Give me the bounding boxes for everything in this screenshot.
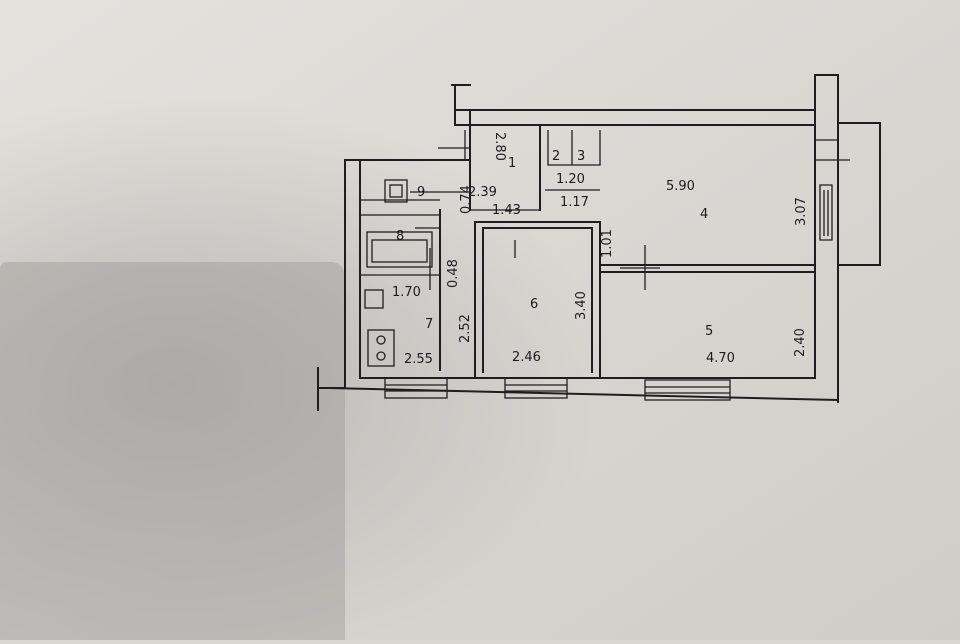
dim-5-90: 5.90 [666,179,695,194]
dim-0-74: 0.74 [459,185,474,214]
balcony [815,122,881,266]
dim-2-80: 2.80 [492,132,507,161]
outer-walls [317,74,840,411]
room-label-5: 5 [705,324,713,339]
dim-2-55: 2.55 [404,352,433,367]
dim-2-52: 2.52 [458,314,473,343]
room-label-1: 1 [508,156,516,171]
bathtub-fixture [366,231,433,268]
sink-fixture [364,289,384,309]
fixtures [364,179,433,367]
interior-walls [360,124,816,379]
dim-2-40: 2.40 [793,328,808,357]
room-label-8: 8 [396,229,404,244]
room-label-3: 3 [577,149,585,164]
dim-1-20: 1.20 [556,172,585,187]
dim-3-40: 3.40 [574,291,589,320]
dim-4-70: 4.70 [706,351,735,366]
dim-1-43: 1.43 [492,203,521,218]
dim-1-01: 1.01 [600,229,615,258]
dim-1-70: 1.70 [392,285,421,300]
room-label-7: 7 [425,317,433,332]
window-kitchen [384,377,448,399]
stove-fixture [367,329,395,367]
room-labels: 1 2 3 4 5 6 7 8 9 [396,149,713,339]
dim-2-46: 2.46 [512,350,541,365]
windows [384,377,731,401]
dim-2-39: 2.39 [468,185,497,200]
room-label-2: 2 [552,149,560,164]
window-room-5 [644,379,731,401]
dim-0-48: 0.48 [446,259,461,288]
dim-1-17: 1.17 [560,195,589,210]
room-label-4: 4 [700,207,708,222]
toilet-fixture [384,179,408,203]
dim-3-07: 3.07 [794,197,809,226]
door-marks [410,130,660,290]
room-label-9: 9 [417,185,425,200]
room-label-6: 6 [530,297,538,312]
dimension-labels: 2.80 1.20 2.39 1.43 1.17 0.74 0.48 2.52 … [392,132,809,367]
window-room-6 [504,377,568,399]
